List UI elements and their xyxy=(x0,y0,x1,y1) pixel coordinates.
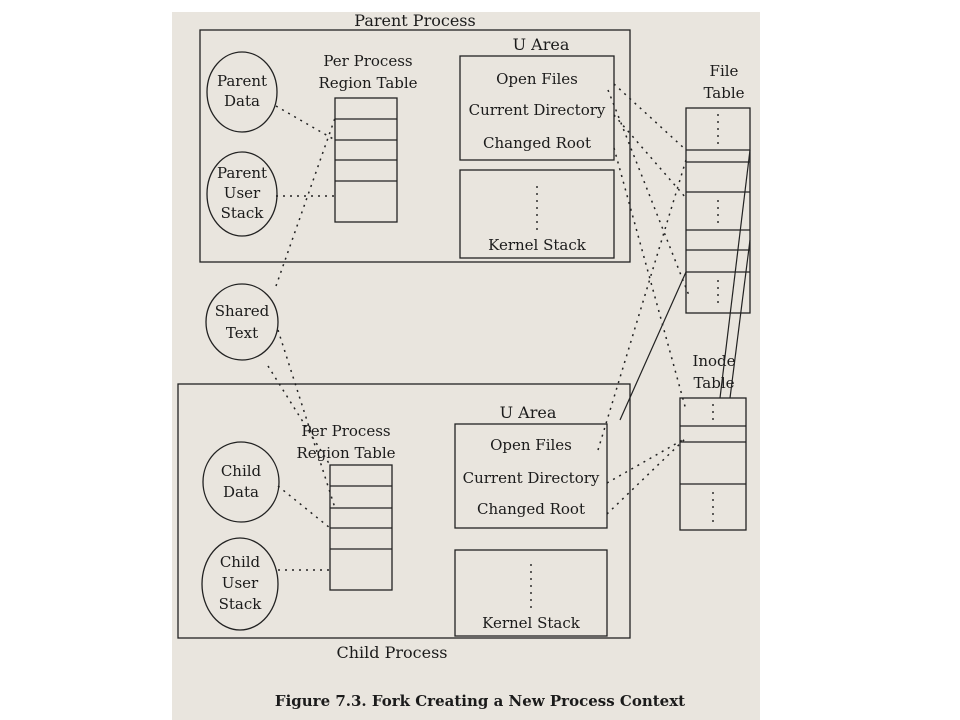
parent-user-stack-label-3: Stack xyxy=(221,204,265,222)
dotted-connectors xyxy=(267,83,691,571)
parent-user-stack-label-1: Parent xyxy=(217,164,267,182)
parent-region-table-label-2: Region Table xyxy=(318,74,417,92)
child-u-area-box xyxy=(454,423,608,529)
child-data-label-1: Child xyxy=(221,462,262,480)
child-u-area-label: U Area xyxy=(500,403,557,422)
figure-caption: Figure 7.3. Fork Creating a New Process … xyxy=(274,692,686,710)
shared-text-label-1: Shared xyxy=(215,302,270,320)
child-kernel-stack-box xyxy=(454,549,608,637)
child-process-box xyxy=(177,383,631,639)
child-region-table-label-2: Region Table xyxy=(296,444,395,462)
shared-text-circle xyxy=(205,283,279,361)
child-region-table-label-1: Per Process xyxy=(301,422,390,440)
inode-table xyxy=(679,397,747,531)
child-data-label-2: Data xyxy=(223,483,259,501)
parent-data-label-2: Data xyxy=(224,92,260,110)
parent-data-circle xyxy=(206,51,278,133)
parent-kernel-stack-box xyxy=(459,169,615,259)
parent-kernel-stack: Kernel Stack xyxy=(488,236,587,254)
parent-open-files: Open Files xyxy=(496,70,578,88)
parent-current-directory: Current Directory xyxy=(469,101,606,119)
parent-user-stack-circle xyxy=(206,151,278,237)
parent-u-area-box xyxy=(459,55,615,161)
parent-region-table xyxy=(334,97,398,223)
inode-table-label-2: Table xyxy=(693,374,734,392)
child-user-stack-label-1: Child xyxy=(220,553,261,571)
child-user-stack-label-3: Stack xyxy=(219,595,263,613)
solid-connectors xyxy=(619,149,751,421)
inode-table-label-1: Inode xyxy=(692,352,735,370)
child-data-circle xyxy=(202,441,280,523)
child-open-files: Open Files xyxy=(490,436,572,454)
child-user-stack-label-2: User xyxy=(222,574,259,592)
parent-process-label: Parent Process xyxy=(354,11,475,30)
shared-text-label-2: Text xyxy=(226,324,258,342)
parent-region-table-label-1: Per Process xyxy=(323,52,412,70)
parent-u-area-label: U Area xyxy=(513,35,570,54)
scanned-page xyxy=(172,12,760,720)
file-table xyxy=(685,107,751,314)
parent-process-box xyxy=(199,29,631,263)
file-table-label-1: File xyxy=(710,62,739,80)
child-process-label: Child Process xyxy=(336,643,447,662)
child-current-directory: Current Directory xyxy=(463,469,600,487)
parent-data-label-1: Parent xyxy=(217,72,267,90)
file-table-label-2: Table xyxy=(703,84,744,102)
child-user-stack-circle xyxy=(201,537,279,631)
parent-changed-root: Changed Root xyxy=(483,134,591,152)
child-kernel-stack: Kernel Stack xyxy=(482,614,581,632)
child-region-table xyxy=(329,464,393,591)
parent-user-stack-label-2: User xyxy=(224,184,261,202)
child-changed-root: Changed Root xyxy=(477,500,585,518)
